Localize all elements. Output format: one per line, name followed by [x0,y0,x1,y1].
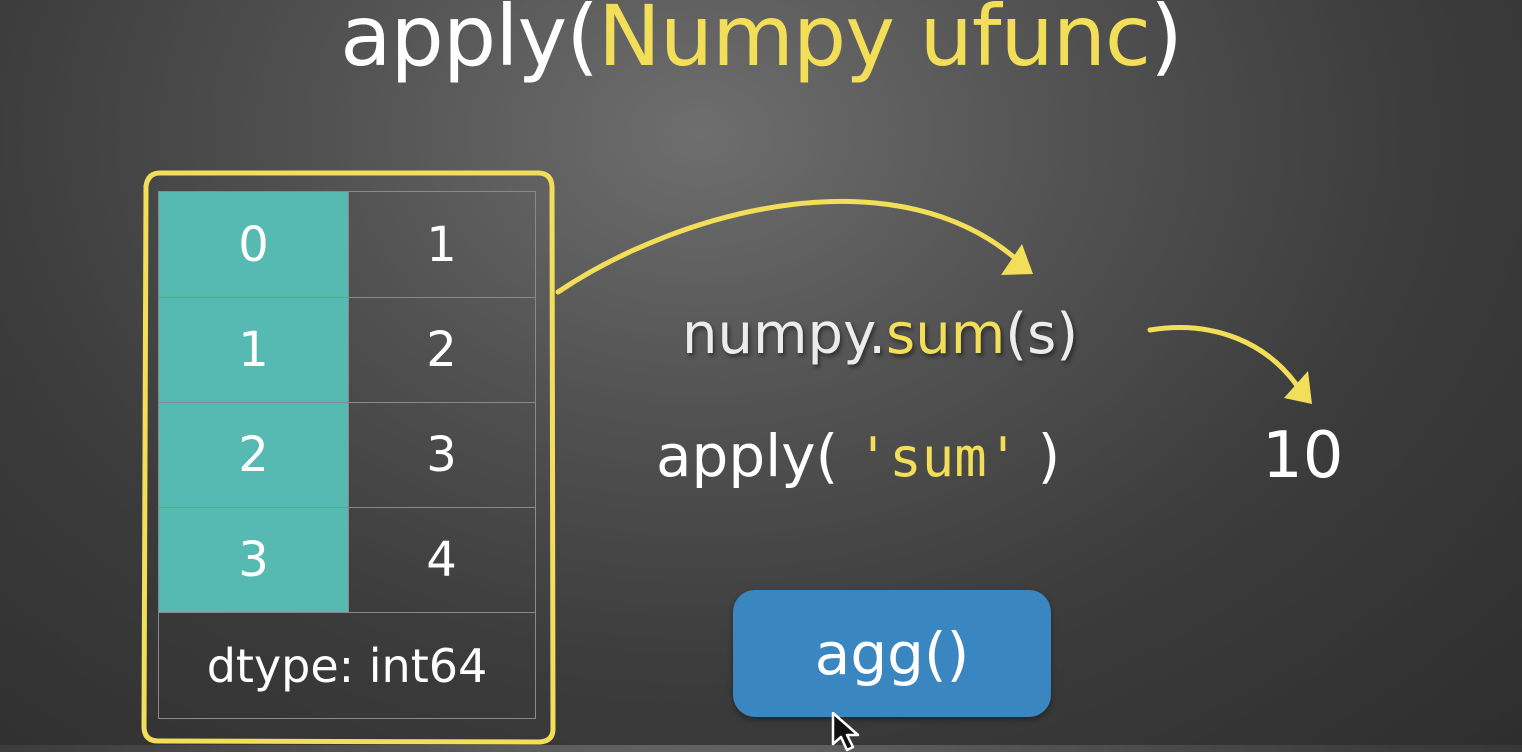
apply-sum-expression: apply( 'sum' ) [656,420,1060,494]
value-cell: 4 [426,531,457,588]
numpy-function-name: sum [886,302,1006,367]
result-arrow-line [1147,325,1307,399]
index-cell: 3 [159,507,348,612]
apply-argument: 'sum' [856,426,1020,489]
title-prefix: apply( [340,0,599,85]
index-cell: 2 [159,402,348,507]
page-title: apply(Numpy ufunc) [0,0,1522,86]
value-cell: 2 [426,321,457,378]
mouse-pointer-icon [831,712,860,752]
flow-arrow-line [555,199,1027,295]
value-cell: 3 [426,426,457,483]
index-cell: 0 [159,192,348,297]
result-value: 10 [1262,419,1344,493]
highlight-frame [141,170,556,745]
apply-suffix: ) [1019,422,1061,490]
agg-button[interactable]: agg() [733,590,1051,717]
dtype-label: dtype: int64 [206,638,488,693]
column-divider [348,192,349,612]
series-table: 0 1 1 2 2 3 3 4 dtype: int64 [158,191,536,719]
row-divider [159,612,535,613]
value-cell: 1 [426,216,457,273]
row-divider [159,297,535,298]
numpy-sum-expression: numpy.sum(s) [682,300,1078,370]
row-divider [159,507,535,508]
row-divider [159,402,535,403]
apply-prefix: apply( [656,422,857,490]
numpy-suffix: (s) [1005,302,1079,367]
result-arrow-head-icon [1284,371,1312,404]
title-suffix: ) [1150,0,1183,85]
flow-arrow-head-icon [1001,244,1033,275]
index-cell: 1 [159,297,348,402]
title-highlight: Numpy ufunc [598,0,1151,85]
numpy-prefix: numpy. [682,302,887,367]
